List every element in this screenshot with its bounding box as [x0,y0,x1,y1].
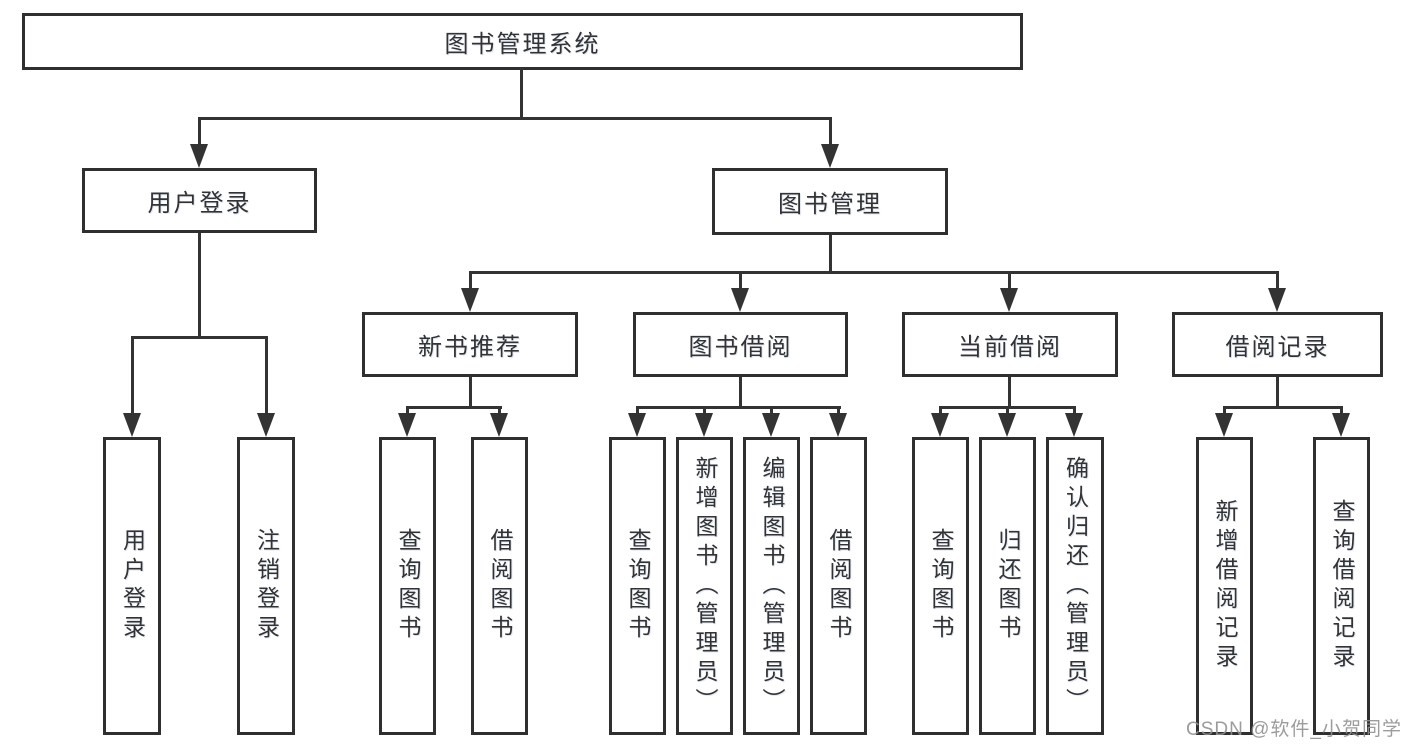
connector-line [1276,271,1279,292]
connector-line [770,406,773,418]
node-borrowing-records: 借阅记录 [1172,312,1383,377]
node-user-login: 用户登录 [82,168,317,233]
node-user-login-leaf: 用户登录 [103,437,161,735]
node-confirm-return-admin: 确认归还（管理员） [1046,437,1104,735]
connector-line [1340,406,1343,418]
node-label: 查询图书 [625,528,651,644]
node-add-borrow-record: 新增借阅记录 [1196,437,1253,735]
connector-line [406,406,502,409]
node-book-management: 图书管理 [712,168,948,235]
node-query-books-recommend: 查询图书 [379,437,436,735]
connector-line [739,271,742,292]
connector-line [198,233,201,339]
connector-line [1006,406,1009,418]
node-add-book-admin: 新增图书（管理员） [676,437,733,735]
arrowhead-down-icon [1268,288,1286,312]
connector-line [1276,377,1279,409]
arrowhead-down-icon [190,144,208,168]
arrowhead-down-icon [628,413,646,437]
connector-line [1223,406,1343,409]
connector-line [837,406,840,418]
node-borrow-books-borrowing: 借阅图书 [810,437,867,735]
node-label: 注销登录 [253,528,280,644]
connector-line [406,406,409,418]
node-label: 查询图书 [928,528,954,644]
connector-line [131,336,268,339]
node-label: 编辑图书（管理员） [759,455,785,717]
arrowhead-down-icon [1332,413,1350,437]
connector-line [520,68,523,117]
node-label: 新书推荐 [418,334,522,361]
node-logout: 注销登录 [237,437,295,735]
connector-line [703,406,706,418]
connector-line [829,117,832,147]
node-current-borrowing: 当前借阅 [902,312,1118,377]
node-query-borrow-record: 查询借阅记录 [1313,437,1370,735]
node-label: 图书借阅 [688,334,793,361]
node-query-books-current: 查询图书 [912,437,969,735]
connector-line [469,377,472,409]
arrowhead-down-icon [398,413,416,437]
connector-line [131,336,134,416]
arrowhead-down-icon [461,288,479,312]
connector-line [636,406,639,418]
node-label: 新增借阅记录 [1212,499,1238,673]
node-book-borrowing: 图书借阅 [633,312,848,377]
connector-line [939,406,942,418]
node-label: 用户登录 [147,190,252,217]
connector-line [1073,406,1076,418]
connector-line [636,406,841,409]
arrowhead-down-icon [1215,413,1233,437]
node-edit-book-admin: 编辑图书（管理员） [743,437,800,735]
connector-line [198,117,201,147]
arrowhead-down-icon [257,413,275,437]
connector-line [469,271,472,292]
node-label: 归还图书 [995,528,1021,644]
connector-line [1008,377,1011,409]
arrowhead-down-icon [762,413,780,437]
connector-line [498,406,501,418]
connector-line [469,271,1279,274]
node-label: 图书管理 [778,191,882,218]
node-label: 借阅图书 [826,528,852,644]
node-label: 用户登录 [119,528,146,644]
arrowhead-down-icon [490,413,508,437]
node-label: 借阅记录 [1225,334,1330,361]
arrowhead-down-icon [821,144,839,168]
node-label: 当前借阅 [958,334,1062,361]
node-label: 图书管理系统 [444,31,601,58]
arrowhead-down-icon [1065,413,1083,437]
node-library-management-system: 图书管理系统 [22,13,1023,70]
connector-line [1008,271,1011,292]
connector-line [265,336,268,416]
node-new-book-recommendation: 新书推荐 [362,312,578,377]
node-label: 借阅图书 [487,528,513,644]
node-return-books: 归还图书 [979,437,1036,735]
connector-line [198,117,832,120]
csdn-watermark: CSDN @软件_小贺同学 [1186,719,1402,740]
connector-line [739,377,742,409]
node-label: 确认归还（管理员） [1062,455,1089,717]
arrowhead-down-icon [695,413,713,437]
arrowhead-down-icon [123,413,141,437]
arrowhead-down-icon [829,413,847,437]
node-label: 新增图书（管理员） [692,455,718,717]
arrowhead-down-icon [998,413,1016,437]
arrowhead-down-icon [931,413,949,437]
node-label: 查询借阅记录 [1329,499,1355,673]
node-borrow-books-recommend: 借阅图书 [471,437,528,735]
arrowhead-down-icon [731,288,749,312]
connector-line [1223,406,1226,418]
arrowhead-down-icon [1000,288,1018,312]
node-query-books-borrowing: 查询图书 [609,437,666,735]
node-label: 查询图书 [395,528,421,644]
connector-line [829,235,832,274]
